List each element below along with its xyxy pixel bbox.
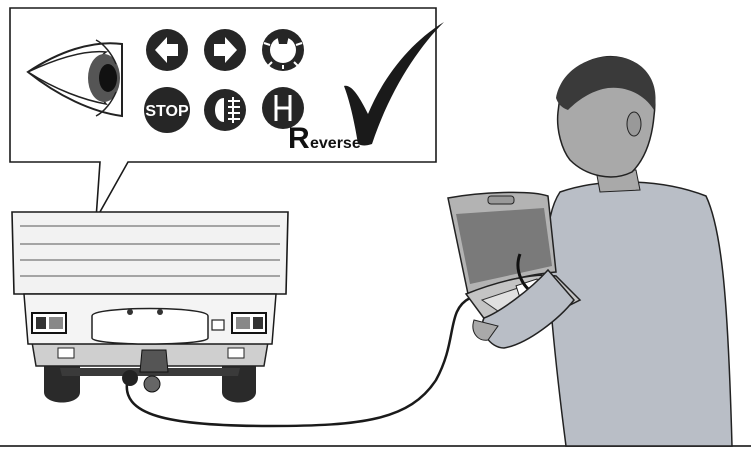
rear-fog-light-icon (204, 89, 246, 131)
technician (448, 57, 732, 446)
technician-shirt (547, 182, 732, 446)
license-plate-area (92, 309, 208, 345)
reverse-label: everse (310, 135, 361, 152)
right-turn-signal-icon (204, 29, 246, 71)
tow-hitch (140, 350, 168, 372)
truck (12, 212, 288, 403)
trailer-socket (122, 370, 138, 386)
tailgate (12, 212, 288, 294)
left-turn-signal-icon (146, 29, 188, 71)
stop-light-icon: STOP (144, 87, 190, 133)
parking-light-icon (262, 29, 304, 71)
stop-label: STOP (145, 103, 189, 120)
reverse-letter: R (288, 122, 310, 155)
